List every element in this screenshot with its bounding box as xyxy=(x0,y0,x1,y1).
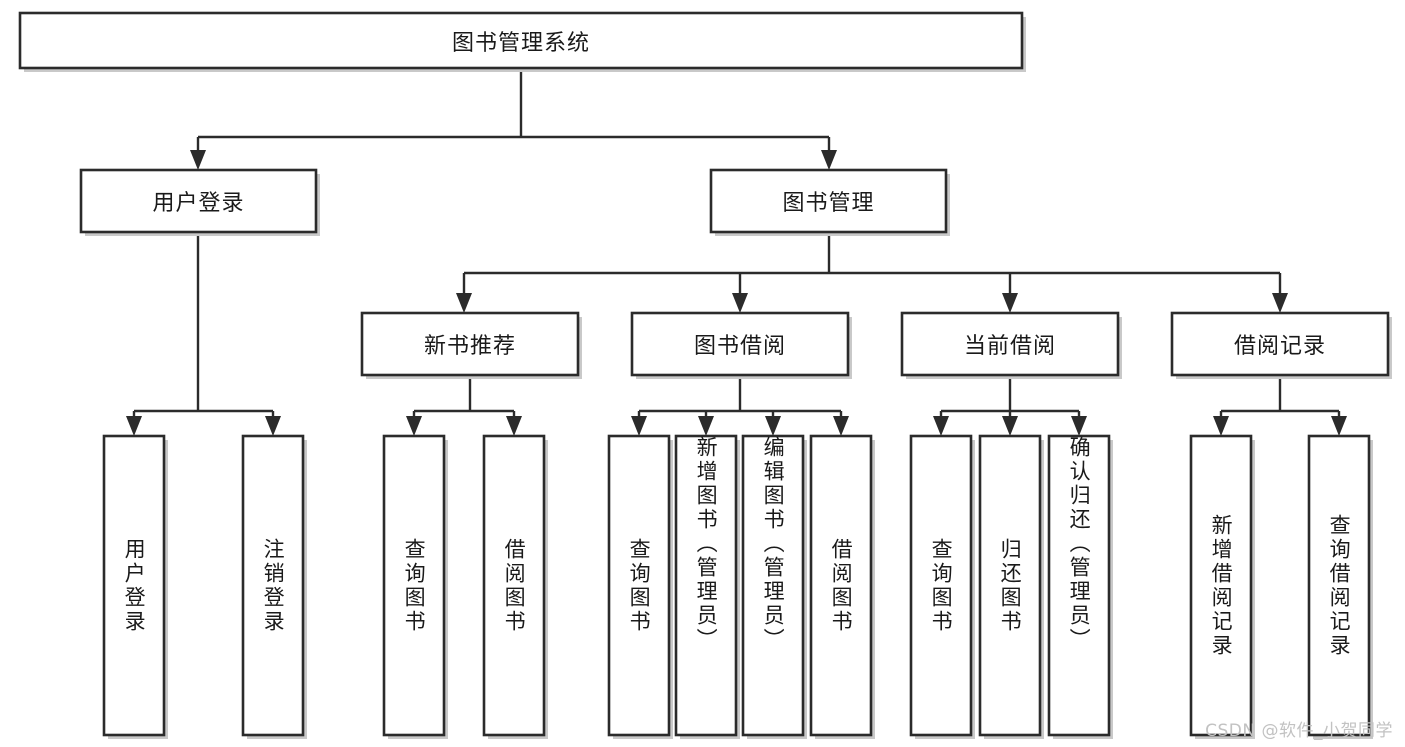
edge-group-borrow-record xyxy=(1213,375,1347,436)
node-book-borrow[interactable] xyxy=(630,311,852,379)
node-leaf-borrow-record-1[interactable] xyxy=(1307,434,1373,739)
node-leaf-new-book-recommend-1[interactable] xyxy=(482,434,548,739)
edge-group-root xyxy=(190,68,837,170)
node-leaf-user-login-1[interactable] xyxy=(241,434,307,739)
node-leaf-current-borrow-0[interactable] xyxy=(909,434,975,739)
node-borrow-record[interactable] xyxy=(1170,311,1392,379)
node-leaf-current-borrow-1[interactable] xyxy=(978,434,1044,739)
node-leaf-user-login-0[interactable] xyxy=(102,434,168,739)
edge-group-book-borrow xyxy=(631,375,849,436)
node-leaf-new-book-recommend-0[interactable] xyxy=(382,434,448,739)
node-leaf-current-borrow-2[interactable] xyxy=(1047,434,1113,739)
edge-group-user-login xyxy=(126,232,281,436)
node-root[interactable] xyxy=(18,11,1026,72)
node-leaf-book-borrow-3[interactable] xyxy=(809,434,875,739)
edge-group-new-book-recommend xyxy=(406,375,522,436)
node-leaf-book-borrow-2[interactable] xyxy=(741,434,807,739)
node-user-login[interactable] xyxy=(79,168,320,236)
edge-group-current-borrow xyxy=(933,375,1087,436)
node-book-manage[interactable] xyxy=(709,168,950,236)
node-new-book-recommend[interactable] xyxy=(360,311,582,379)
node-leaf-book-borrow-1[interactable] xyxy=(674,434,740,739)
node-leaf-book-borrow-0[interactable] xyxy=(607,434,673,739)
edge-group-book-manage xyxy=(456,232,1288,313)
node-leaf-borrow-record-0[interactable] xyxy=(1189,434,1255,739)
node-current-borrow[interactable] xyxy=(900,311,1122,379)
